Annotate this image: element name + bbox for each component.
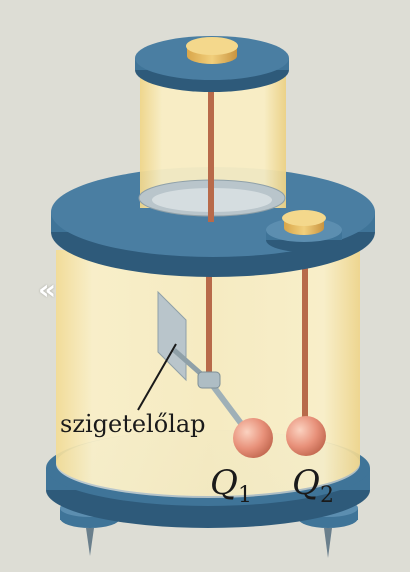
arm-right	[207, 380, 249, 432]
torsion-fiber-lower	[206, 265, 212, 380]
left-foot-spike	[86, 528, 94, 556]
sphere-q2	[286, 416, 326, 456]
lower-rods	[206, 262, 308, 422]
arm-hub	[197, 371, 221, 389]
top-knob	[186, 37, 238, 55]
charge-label-q1-main: Q	[210, 463, 238, 503]
charge-label-q2-main: Q	[292, 463, 320, 503]
charge-label-q1: Q 1	[210, 463, 252, 508]
torsion-fiber-upper	[208, 72, 214, 222]
back-arrow-icon[interactable]: «	[38, 273, 57, 306]
side-knob	[282, 210, 326, 226]
insulator-label: szigetelőlap	[60, 410, 206, 438]
charge-label-q2-sub: 2	[320, 483, 334, 508]
insulator-assembly	[157, 290, 249, 432]
right-foot-spike	[324, 528, 332, 558]
top-cap	[135, 36, 289, 92]
charged-spheres	[233, 416, 326, 458]
insulator-pointer-line	[137, 343, 177, 411]
side-knob-assembly	[266, 210, 342, 252]
insulator-plate	[157, 290, 187, 382]
charge-label-q2: Q 2	[292, 463, 334, 508]
fixed-rod	[302, 262, 308, 422]
charge-label-q1-sub: 1	[238, 483, 252, 508]
sphere-q1	[233, 418, 273, 458]
